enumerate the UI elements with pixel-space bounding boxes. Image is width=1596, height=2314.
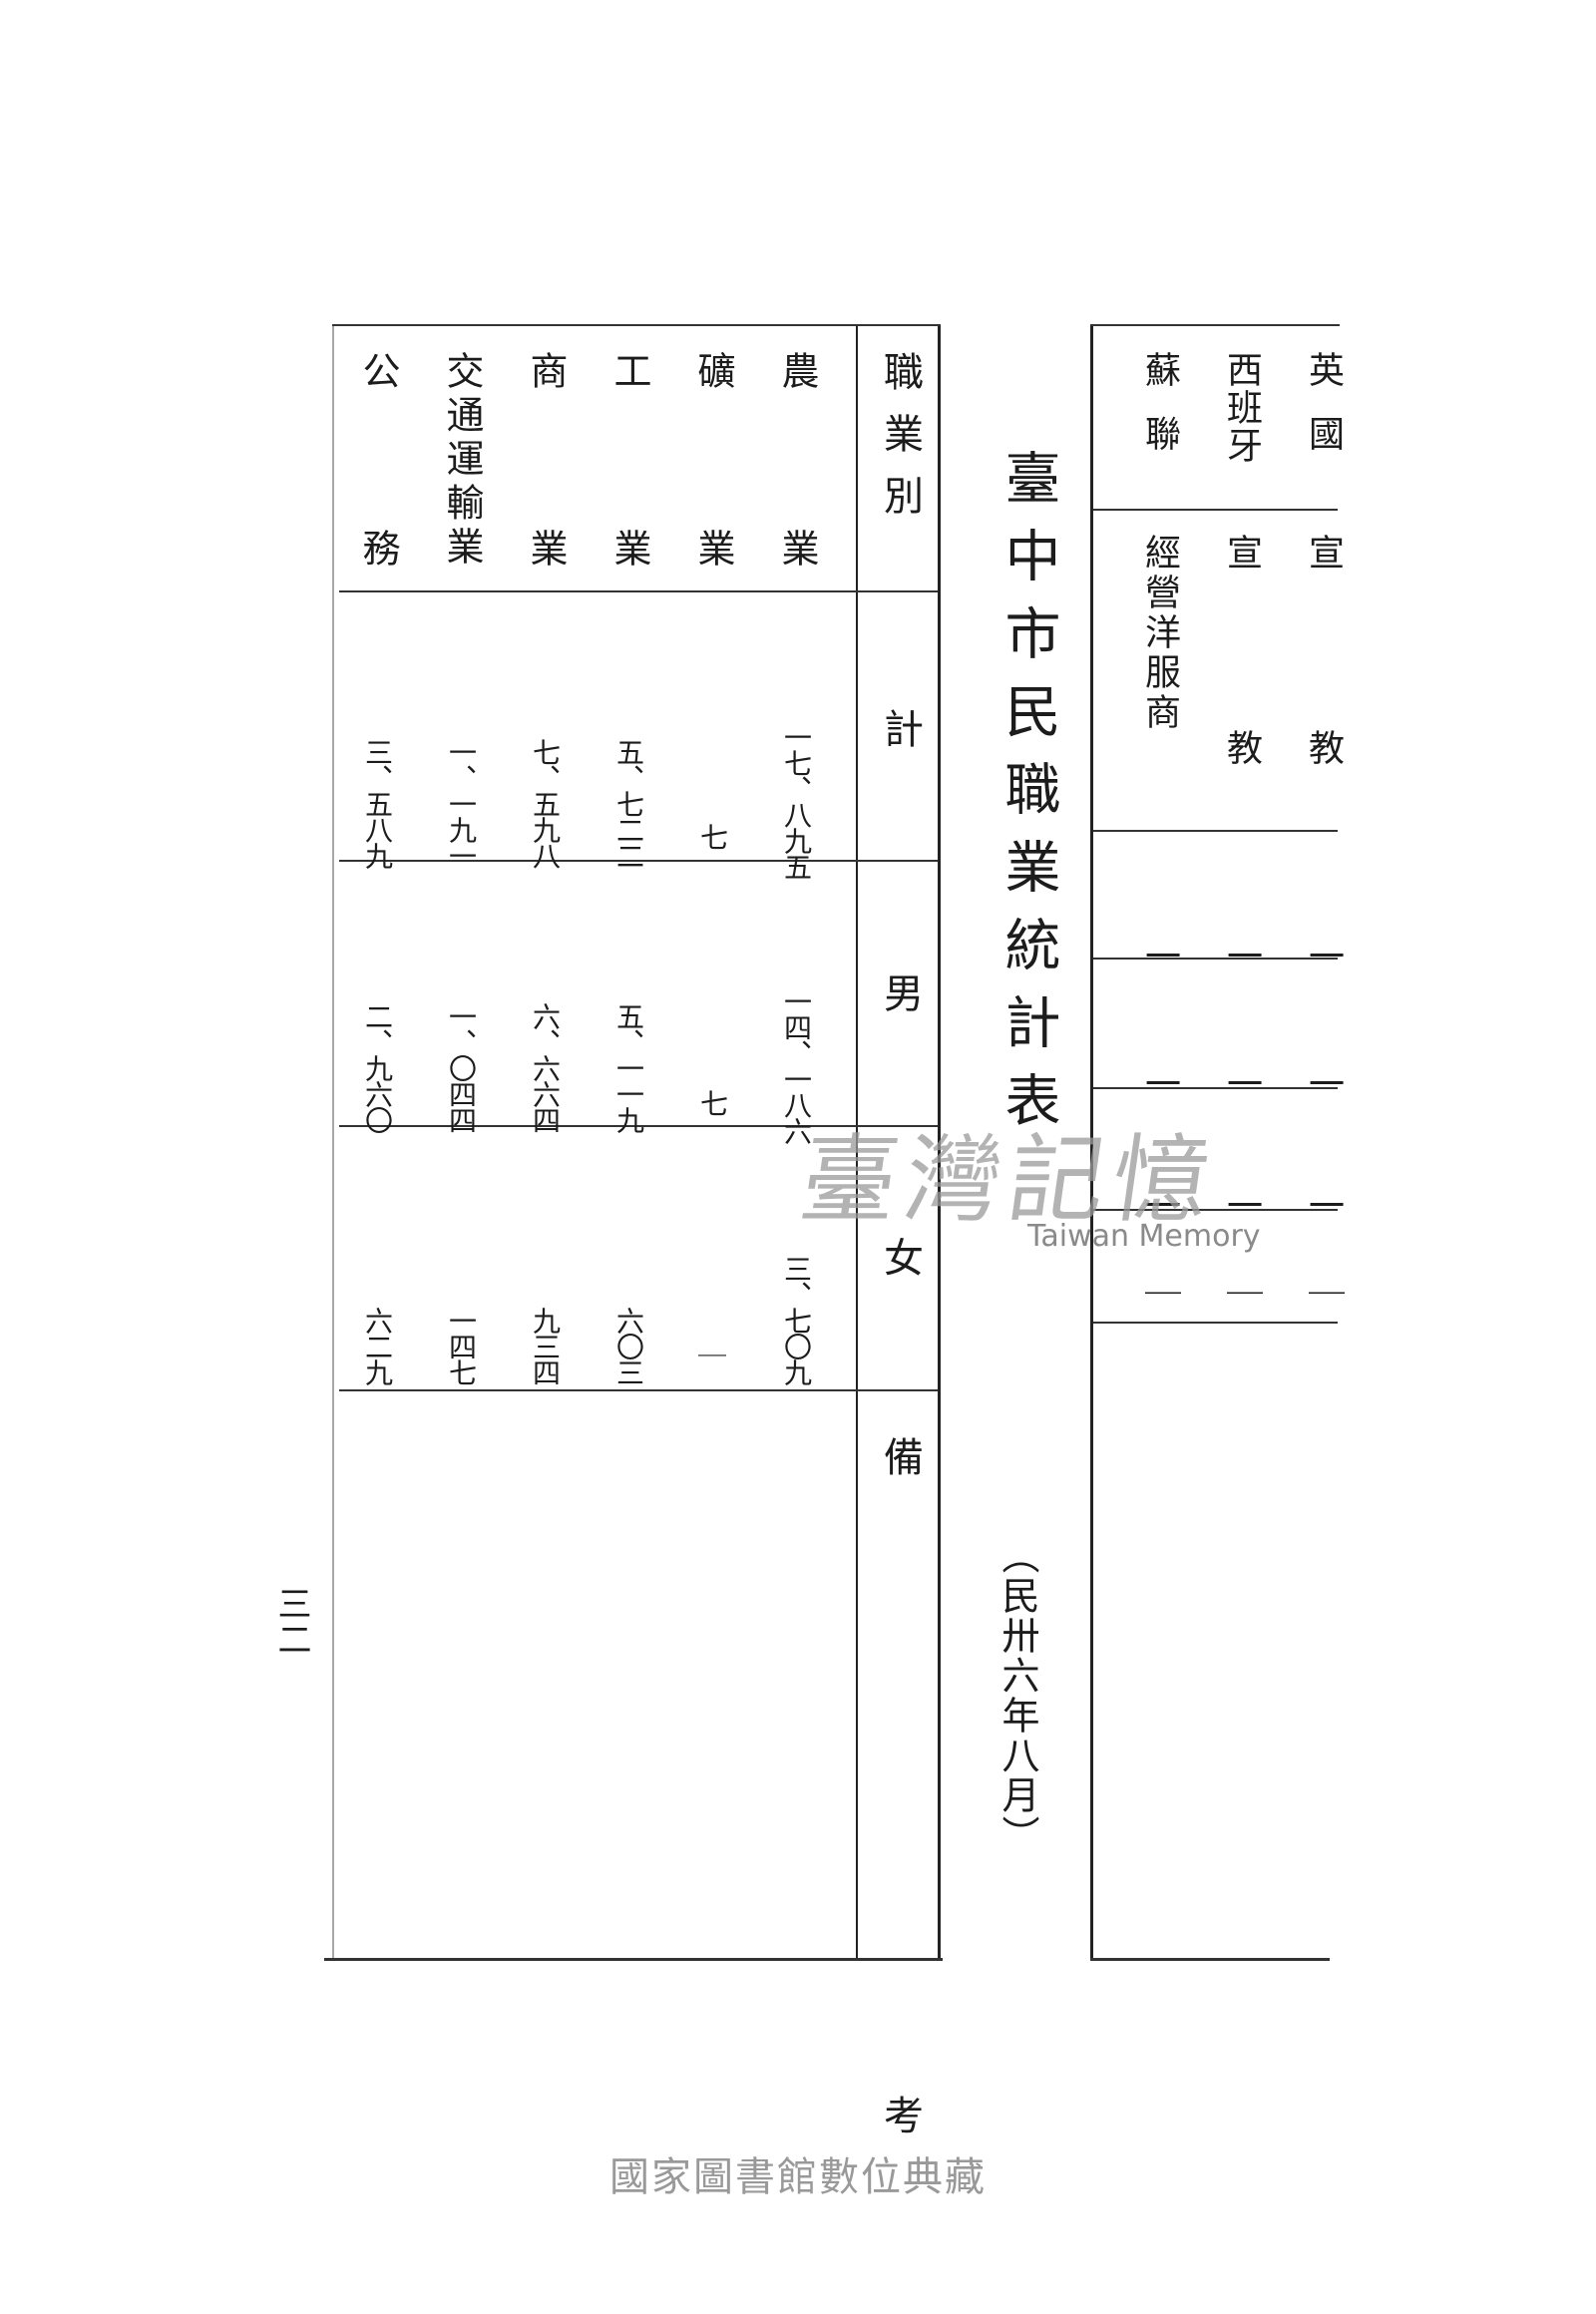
v1-uk: 一 [1303,938,1344,973]
male-industry: 五、一一九 [612,1002,645,1132]
page-number: 三二 [271,1586,311,1658]
v2-ussr: 一 [1139,1065,1180,1101]
right-row-line-6 [1093,1322,1338,1324]
right-row-line-5 [1093,1209,1338,1211]
female-industry: 六〇三 [612,1307,645,1384]
occupation-industry: 工業 [607,351,651,706]
row-line-occupation [339,590,938,592]
table-date: （民卅六年八月） [996,1536,1039,1855]
header-female: 女 [877,1237,923,1281]
v4-ussr: ｜ [1139,1275,1180,1311]
v4-spain: ｜ [1221,1275,1262,1311]
total-agriculture: 一七、八九五 [780,723,813,879]
v3-ussr: 一 [1139,1187,1180,1223]
total-public-service: 三、五八九 [361,738,394,868]
header-occupation: 職業別 [877,351,923,537]
occupation-transport: 交通運輸業 [440,351,484,571]
total-industry: 五、七二二 [612,738,645,868]
male-mining: 七 [696,1089,729,1115]
row-line-female [339,1389,938,1391]
male-agriculture: 一四、一八六 [780,987,813,1143]
occupation-uk: 宣教 [1303,534,1344,925]
table-border-top [332,324,941,326]
v3-uk: 一 [1303,1187,1344,1223]
table-border-left [332,324,334,1960]
female-public-service: 六二九 [361,1307,394,1384]
total-transport: 一、一九一 [445,738,478,868]
header-remarks: 備 考 [877,1436,923,2314]
header-male: 男 [877,972,923,1016]
country-spain: 西班牙 [1221,351,1262,465]
country-ussr: 蘇聯 [1139,351,1180,479]
occupation-public-service: 公務 [356,351,400,706]
v1-spain: 一 [1221,938,1262,973]
header-total: 計 [877,708,923,752]
occupation-agriculture: 農業 [775,351,819,706]
right-row-line-4 [1093,1087,1338,1089]
right-table-border-left [1090,324,1093,1960]
right-row-line-3 [1093,958,1338,960]
occupation-spain: 宣教 [1221,534,1262,925]
female-agriculture: 三、七〇九 [780,1255,813,1384]
table-border-right [938,324,941,1960]
right-row-line-2 [1093,830,1338,832]
total-mining: 七 [696,823,729,849]
female-commerce: 九三四 [529,1307,562,1384]
male-public-service: 二、九六〇 [361,1002,394,1132]
male-transport: 一、〇四四 [445,1002,478,1132]
page-title: 臺中市民職業統計表 [996,449,1060,1149]
right-table-top [1090,324,1340,326]
right-table-bottom [1090,1958,1330,1961]
watermark-logo-english: Taiwan Memory [1027,1219,1261,1254]
male-commerce: 六、六六四 [529,1002,562,1132]
right-row-line-1 [1093,509,1338,511]
female-mining: ｜ [694,1342,727,1367]
v2-spain: 一 [1221,1065,1262,1101]
v3-spain: 一 [1221,1187,1262,1223]
row-line-male [339,1125,938,1127]
occupation-ussr: 經營洋服商 [1139,534,1180,733]
row-line-total [339,860,938,862]
female-transport: 一四七 [445,1307,478,1384]
occupation-commerce: 商業 [524,351,568,706]
header-divider [856,324,858,1960]
v1-ussr: 一 [1139,938,1180,973]
total-commerce: 七、五九八 [529,738,562,868]
v4-uk: ｜ [1303,1275,1344,1311]
table-border-bottom [324,1958,943,1961]
occupation-mining: 礦業 [691,351,735,706]
footer-credit: 國家圖書館數位典藏 [609,2154,987,2200]
country-uk: 英國 [1303,351,1344,479]
v2-uk: 一 [1303,1065,1344,1101]
